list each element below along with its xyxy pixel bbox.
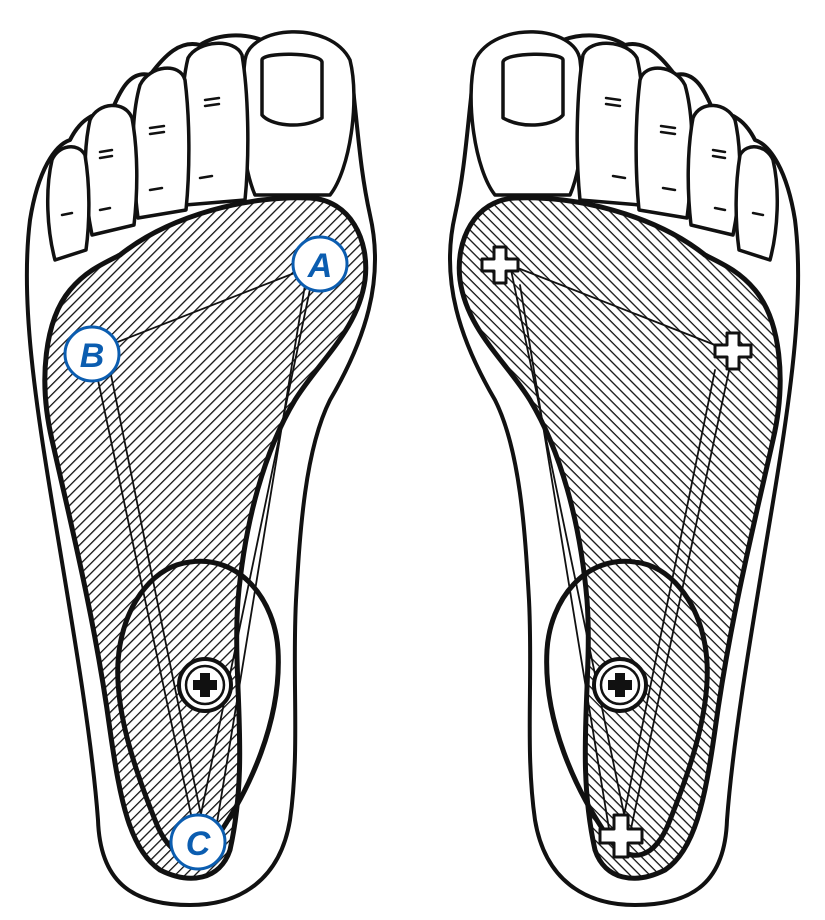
label-a: A <box>307 247 333 285</box>
plus-marker-icon <box>713 331 753 371</box>
right-toe-joint-marks <box>604 96 765 217</box>
left-weight-bearing-area <box>42 195 369 881</box>
left-toe-3 <box>131 66 191 220</box>
left-heel-plus-circle-icon <box>177 657 233 713</box>
right-plus-markers <box>480 245 753 859</box>
right-toe-4 <box>686 103 742 237</box>
right-heel-plus-circle-icon <box>592 657 648 713</box>
right-big-toenail <box>501 52 565 127</box>
plus-marker-icon <box>480 245 520 285</box>
label-b-marker: B <box>63 325 121 383</box>
left-tripod-lines <box>91 264 316 839</box>
right-foot <box>448 30 801 907</box>
left-toe-5 <box>46 145 91 262</box>
plus-marker-icon <box>598 813 644 859</box>
left-toes <box>46 30 356 262</box>
right-heel-outline <box>544 558 710 858</box>
right-toe-2 <box>575 41 646 207</box>
label-a-marker: A <box>291 235 349 293</box>
left-big-toenail <box>260 52 324 127</box>
left-toe-2 <box>179 41 250 207</box>
right-toe-3 <box>634 66 694 220</box>
right-toe-5 <box>734 145 779 262</box>
label-b: B <box>80 337 105 375</box>
label-c-marker: C <box>169 813 227 871</box>
right-tripod-lines <box>509 264 734 839</box>
left-foot <box>24 30 377 907</box>
label-c: C <box>186 825 211 863</box>
left-toe-4 <box>83 103 139 237</box>
left-toe-joint-marks <box>60 96 221 217</box>
right-toes <box>469 30 779 262</box>
right-weight-bearing-area <box>456 195 783 881</box>
